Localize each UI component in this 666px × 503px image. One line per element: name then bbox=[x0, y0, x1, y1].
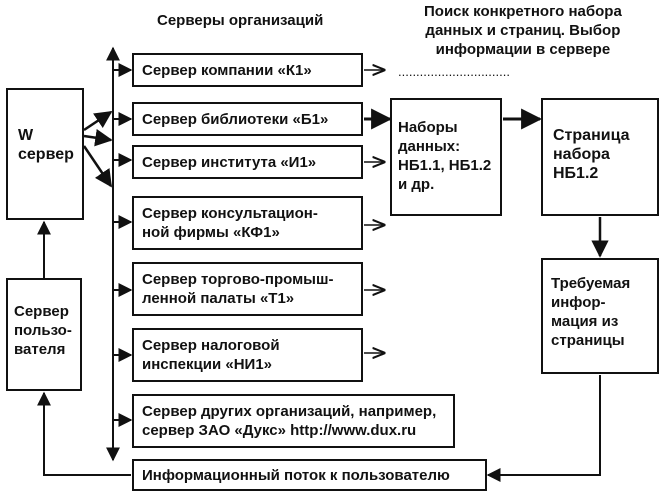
server-label-t1: Сервер торгово-промыш- ленной палаты «Т1… bbox=[142, 271, 334, 307]
server-box-k1: Сервер компании «К1» bbox=[132, 53, 363, 87]
w-arrow-down bbox=[82, 145, 113, 188]
w-arrow-up bbox=[83, 110, 113, 132]
w-server-box: W сервер bbox=[6, 88, 84, 220]
user-server-label: Сервер пользо- вателя bbox=[14, 303, 72, 358]
server-label-kf1: Сервер консультацион- ной фирмы «КФ1» bbox=[142, 205, 318, 241]
servers-title: Серверы организаций bbox=[157, 12, 324, 29]
user-server-box: Сервер пользо- вателя bbox=[6, 278, 82, 391]
required-info-box: Требуемая инфор- мация из страницы bbox=[541, 258, 659, 374]
server-label-other: Сервер других организаций, например, сер… bbox=[142, 403, 437, 439]
flow-to-user-line bbox=[37, 391, 131, 476]
datasets-box: Наборы данных: НБ1.1, НБ1.2 и др. bbox=[390, 98, 502, 216]
server-box-kf1: Сервер консультацион- ной фирмы «КФ1» bbox=[132, 196, 363, 250]
server-label-ni1: Сервер налоговой инспекции «НИ1» bbox=[142, 337, 280, 373]
server-label-i1: Сервер института «И1» bbox=[142, 154, 317, 171]
info-flow-label: Информационный поток к пользователю bbox=[142, 467, 450, 484]
dots-line: ............................... bbox=[398, 64, 510, 79]
server-box-ni1: Сервер налоговой инспекции «НИ1» bbox=[132, 328, 363, 382]
server-box-i1: Сервер института «И1» bbox=[132, 145, 363, 179]
server-box-b1: Сервер библиотеки «Б1» bbox=[132, 102, 363, 136]
datasets-label: Наборы данных: НБ1.1, НБ1.2 и др. bbox=[398, 119, 492, 193]
page-set-box: Страница набора НБ1.2 bbox=[541, 98, 659, 216]
server-label-k1: Сервер компании «К1» bbox=[142, 62, 312, 79]
w-arrow-mid bbox=[83, 129, 113, 147]
required-info-label: Требуемая инфор- мация из страницы bbox=[551, 275, 631, 349]
page-set-label: Страница набора НБ1.2 bbox=[553, 127, 630, 182]
search-note: Поиск конкретного набора данных и страни… bbox=[424, 3, 622, 58]
server-box-t1: Сервер торгово-промыш- ленной палаты «Т1… bbox=[132, 262, 363, 316]
server-label-b1: Сервер библиотеки «Б1» bbox=[142, 111, 329, 128]
info-flow-box: Информационный поток к пользователю bbox=[132, 459, 487, 491]
server-box-other: Сервер других организаций, например, сер… bbox=[132, 394, 455, 448]
info-to-flow-line bbox=[486, 375, 601, 482]
w-server-label: W сервер bbox=[18, 127, 74, 163]
